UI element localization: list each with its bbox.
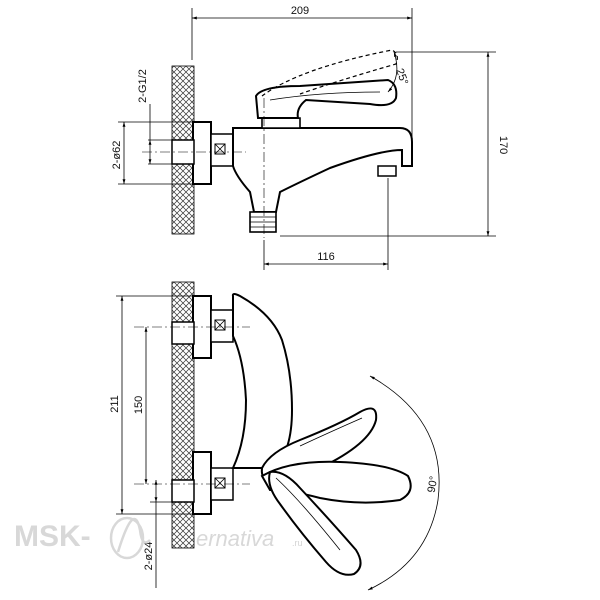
- cartridge-top: [261, 117, 301, 129]
- mixer-body-front: [231, 293, 294, 469]
- mixer-body-side: [232, 127, 413, 213]
- side-view: 209 170 116 25° 2-G1/2 2-ø62: [111, 5, 509, 270]
- dim-flange-bottom: 2-ø24: [143, 542, 155, 571]
- lever-raised-outline: [261, 49, 398, 97]
- dim-angle-bottom: 90°: [426, 475, 441, 493]
- dim-center-distance: 150: [133, 396, 145, 414]
- svg-text:ernativa: ernativa: [196, 526, 274, 551]
- watermark: MSK- ernativa .ru: [14, 516, 303, 560]
- escutcheon-lower: [192, 451, 212, 515]
- dim-thread: 2-G1/2: [137, 69, 149, 103]
- lever-down: [268, 470, 362, 576]
- svg-text:.ru: .ru: [292, 538, 303, 548]
- dim-height: 170: [497, 136, 509, 154]
- dim-top-width: 209: [291, 5, 309, 17]
- dim-angle-top: 25°: [393, 67, 410, 87]
- escutcheon-top: [192, 121, 212, 185]
- dim-spout-reach: 116: [317, 251, 335, 263]
- spout-outlet: [377, 165, 397, 177]
- dim-total-height: 211: [109, 395, 121, 413]
- lever-handle-side: [254, 78, 398, 119]
- connector-lower: [171, 479, 195, 503]
- rotation-arc: [367, 375, 440, 591]
- front-view: 90° 211 150 2-ø24: [109, 281, 441, 591]
- svg-text:MSK-: MSK-: [14, 520, 91, 553]
- dim-flange-top: 2-ø62: [111, 141, 123, 170]
- watermark-logo-icon: [109, 516, 145, 560]
- connector-upper: [171, 321, 195, 345]
